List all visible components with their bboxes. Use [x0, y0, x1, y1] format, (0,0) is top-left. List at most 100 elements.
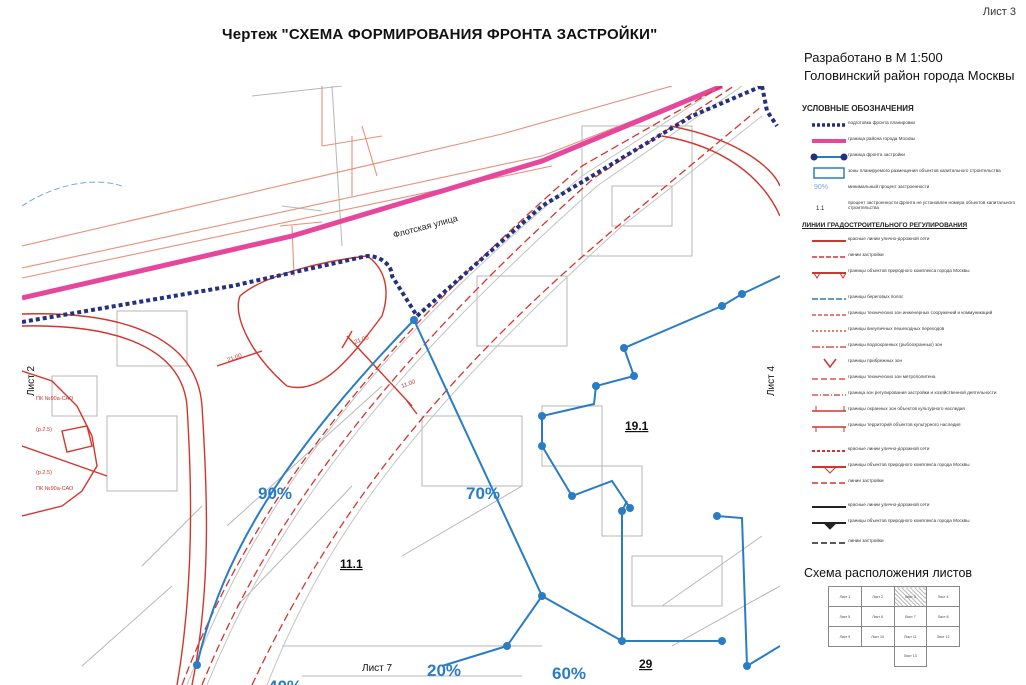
legend-line-15: линии застройки: [790, 476, 1022, 490]
sheet-cell-active[interactable]: Лист 3: [893, 586, 928, 607]
legend-text: линии застройки: [848, 538, 884, 543]
legend-item-district: граница района города Москвы: [790, 134, 1022, 148]
district-text: Головинский район города Москвы: [804, 68, 1015, 83]
legend-text: границы охранных зон объектов культурног…: [848, 406, 965, 411]
legend-text: зоны планируемого размещения объектов ка…: [848, 168, 1001, 173]
legend-item-percent: 90% минимальный процент застроенности: [790, 182, 1022, 196]
sheets-grid: Лист 1 Лист 2 Лист 3 Лист 4 Лист 5 Лист …: [828, 586, 960, 667]
sheet-ref-7[interactable]: Лист 7: [362, 663, 393, 674]
planning-front-boundary: [22, 86, 779, 324]
legend-symbol: [812, 450, 846, 452]
legend-text: границы территорий объектов культурного …: [848, 422, 961, 427]
legend-line-8: границы прибрежных зон: [790, 356, 1022, 370]
legend-text: красные линии улично-дорожной сети: [848, 446, 930, 451]
sheet-cell[interactable]: Лист 5: [828, 606, 862, 627]
legend-line-10: граница зон регулирования застройки и хо…: [790, 388, 1022, 402]
legend-text: границы прибрежных зон: [848, 358, 903, 363]
legend-symbol: [812, 394, 846, 396]
legend-symbol: [812, 330, 846, 332]
sheets-scheme-title: Схема расположения листов: [803, 566, 973, 580]
legend-text: процент застроенности фронта не установл…: [848, 200, 1016, 210]
map-svg: Флотская улица 11.1 19.1 29 90% 70% 20% …: [22, 86, 780, 685]
legend-text: граница зон регулирования застройки и хо…: [848, 390, 997, 395]
blue-dashed-line: [22, 181, 123, 207]
legend-text: границы технических зон метрополитена: [848, 374, 936, 379]
legend-text: красные линии улично-дорожной сети: [848, 502, 930, 507]
legend-symbol: [812, 542, 846, 544]
legend-symbol: [812, 346, 846, 348]
legend-symbol: [812, 240, 846, 242]
legend-line-16: красные линии улично-дорожной сети: [790, 500, 1022, 514]
legend-text: границы объектов природного комплекса го…: [848, 462, 970, 467]
legend-text: подготовка фронта планировки: [848, 120, 915, 125]
block-label-19-1: 19.1: [625, 419, 649, 433]
legend-symbol-pink: [812, 139, 846, 143]
block-label-11-1: 11.1: [340, 557, 363, 571]
sheet-cell[interactable]: Лист 13: [893, 646, 928, 667]
legend-text: линии застройки: [848, 478, 884, 483]
legend-symbol: [823, 358, 837, 369]
road-curves: [186, 86, 763, 685]
sheet-cell[interactable]: Лист 10: [860, 626, 895, 647]
sheets-scheme: Схема расположения листов Лист 1 Лист 2 …: [798, 566, 978, 667]
legend-item-front: граница фронта застройки: [790, 150, 1022, 164]
sheet-cell[interactable]: Лист 1: [828, 586, 862, 607]
dimension-label-2: 21.00: [354, 335, 371, 346]
sheet-cell[interactable]: Лист 7: [893, 606, 928, 627]
legend-text: линии застройки: [848, 252, 884, 257]
front-nodes: [193, 290, 751, 670]
sheet-cell[interactable]: Лист 9: [828, 626, 862, 647]
ppt-label-3: (р.2.5): [36, 427, 52, 433]
legend-item-planning: подготовка фронта планировки: [790, 118, 1022, 132]
legend-line-11: границы охранных зон объектов культурног…: [790, 404, 1022, 418]
legend-text: границы технических зон инженерных соору…: [848, 310, 993, 315]
building-front-lines: [196, 275, 780, 668]
legend-text: красные линии улично-дорожной сети: [848, 236, 930, 241]
sheet-cell[interactable]: Лист 11: [893, 626, 928, 647]
sheet-cell[interactable]: Лист 6: [860, 606, 895, 627]
sheet-cell[interactable]: Лист 12: [926, 626, 960, 647]
ppt-label-1: ПК №90а-САО: [36, 396, 74, 402]
sheet-number: Лист 3: [982, 6, 1016, 18]
legend-symbol: [812, 466, 846, 474]
red-boundaries: [22, 125, 780, 685]
legend-text: границы внеуличных пешеходных переходов: [848, 326, 945, 331]
block-label-29: 29: [639, 657, 653, 671]
legend-line-13: красные линии улично-дорожной сети: [790, 444, 1022, 458]
district-boundary: [22, 86, 723, 301]
sheet-cell[interactable]: Лист 8: [926, 606, 960, 627]
ppt-label-2: ПК №90а-САО: [36, 486, 74, 492]
legend-text: граница района города Москвы: [848, 136, 916, 141]
legend-line-9: границы технических зон метрополитена: [790, 372, 1022, 386]
legend-symbol-front: [810, 153, 848, 161]
legend-symbol: [812, 522, 846, 530]
legend-line-6: границы внеуличных пешеходных переходов: [790, 324, 1022, 338]
percent-label-60: 60%: [552, 664, 586, 683]
legend-line-14: границы объектов природного комплекса го…: [790, 460, 1022, 474]
legend-symbol: [812, 406, 846, 412]
sheet-cell[interactable]: Лист 4: [926, 586, 960, 607]
percent-label-20: 20%: [427, 661, 461, 680]
sheet-ref-2[interactable]: Лист 2: [26, 365, 37, 396]
street-label: Флотская улица: [392, 213, 459, 240]
sheet-cell[interactable]: Лист 2: [860, 586, 895, 607]
legend-text: граница фронта застройки: [848, 152, 905, 157]
legend-symbol: [812, 256, 846, 258]
legend-line-5: границы технических зон инженерных соору…: [790, 308, 1022, 322]
legend-text: минимальный процент застроенности: [848, 184, 930, 189]
legend-symbol-zone: [813, 167, 845, 179]
dimension-label-3: 11.00: [401, 379, 417, 390]
scale-text: Разработано в М 1:500: [804, 50, 943, 65]
legend-text: границы береговых полос: [848, 294, 904, 299]
legend-line-17: границы объектов природного комплекса го…: [790, 516, 1022, 530]
map-drawing[interactable]: Флотская улица 11.1 19.1 29 90% 70% 20% …: [22, 86, 780, 685]
legend-text: границы водоохранных (рыбоохранных) зон: [848, 342, 943, 347]
legend-item-zones: зоны планируемого размещения объектов ка…: [790, 166, 1022, 180]
lines-section-title: ЛИНИИ ГРАДОСТРОИТЕЛЬНОГО РЕГУЛИРОВАНИЯ: [802, 222, 968, 229]
legend-line-3: границы объектов природного комплекса го…: [790, 266, 1022, 280]
building-outlines: [51, 86, 780, 677]
legend-symbol-dotted: [812, 123, 846, 127]
legend-symbol: [812, 378, 846, 380]
red-dashed-curves: [181, 86, 763, 685]
sheet-ref-4[interactable]: Лист 4: [766, 365, 777, 396]
